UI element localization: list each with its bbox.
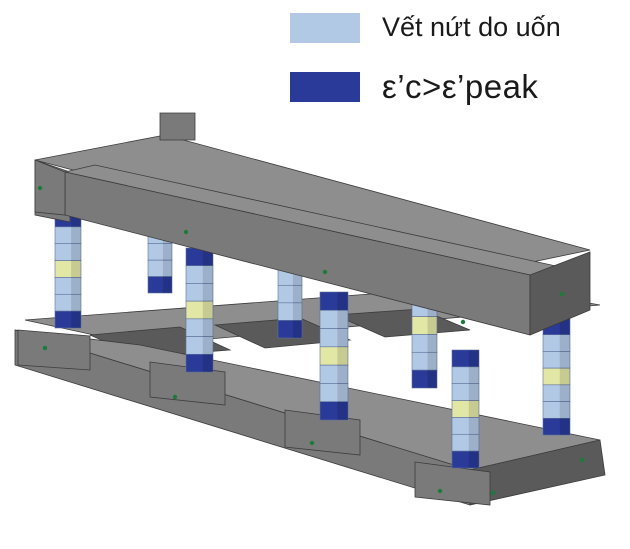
column-c8	[542, 317, 571, 436]
legend-swatch-light	[290, 12, 360, 43]
node-markers	[37, 185, 585, 496]
column-side-shade	[337, 292, 348, 420]
top-back-end-block	[159, 112, 196, 141]
node-dot	[579, 457, 585, 463]
node-dot	[42, 345, 48, 351]
column-c5	[319, 291, 349, 421]
node-dot	[559, 291, 565, 297]
column-segment-dark	[411, 369, 438, 389]
node-dot	[460, 319, 466, 325]
top-frame	[34, 112, 591, 336]
column-segment-dark	[542, 417, 571, 436]
column-side-shade	[292, 215, 302, 338]
column-side-shade	[559, 318, 570, 435]
legend-label-peak-strain: ε’c>ε’peak	[382, 68, 539, 105]
top-left-end-face	[34, 159, 66, 216]
node-dot	[322, 269, 328, 275]
legend: Vết nứt do uốn ε’c>ε’peak	[290, 10, 620, 105]
legend-swatch-dark	[290, 72, 360, 102]
column-c1	[54, 209, 82, 329]
column-side-shade	[202, 248, 213, 372]
column-side-shade	[427, 263, 437, 388]
foot-block-1	[17, 329, 91, 371]
column-segment-dark	[185, 353, 214, 373]
node-dot	[37, 185, 43, 191]
node-dot	[309, 440, 315, 446]
node-dot	[490, 490, 496, 496]
column-side-shade	[468, 350, 479, 468]
column-segment-dark	[319, 401, 349, 421]
node-dot	[437, 488, 443, 494]
foot-block-4	[414, 461, 491, 506]
column-segment-dark	[277, 320, 303, 339]
column-segment-dark	[147, 276, 173, 294]
legend-item-peak-strain: ε’c>ε’peak	[290, 68, 538, 106]
column-side-shade	[71, 210, 81, 328]
legend-item-flexural-crack: Vết nứt do uốn	[290, 12, 561, 43]
node-dot	[183, 229, 189, 235]
column-segment-dark	[54, 310, 82, 329]
column-segment-dark	[451, 450, 480, 469]
legend-label-flexural-crack: Vết nứt do uốn	[382, 12, 561, 42]
column-c7	[451, 349, 480, 469]
node-dot	[172, 394, 178, 400]
column-c3	[185, 247, 214, 373]
